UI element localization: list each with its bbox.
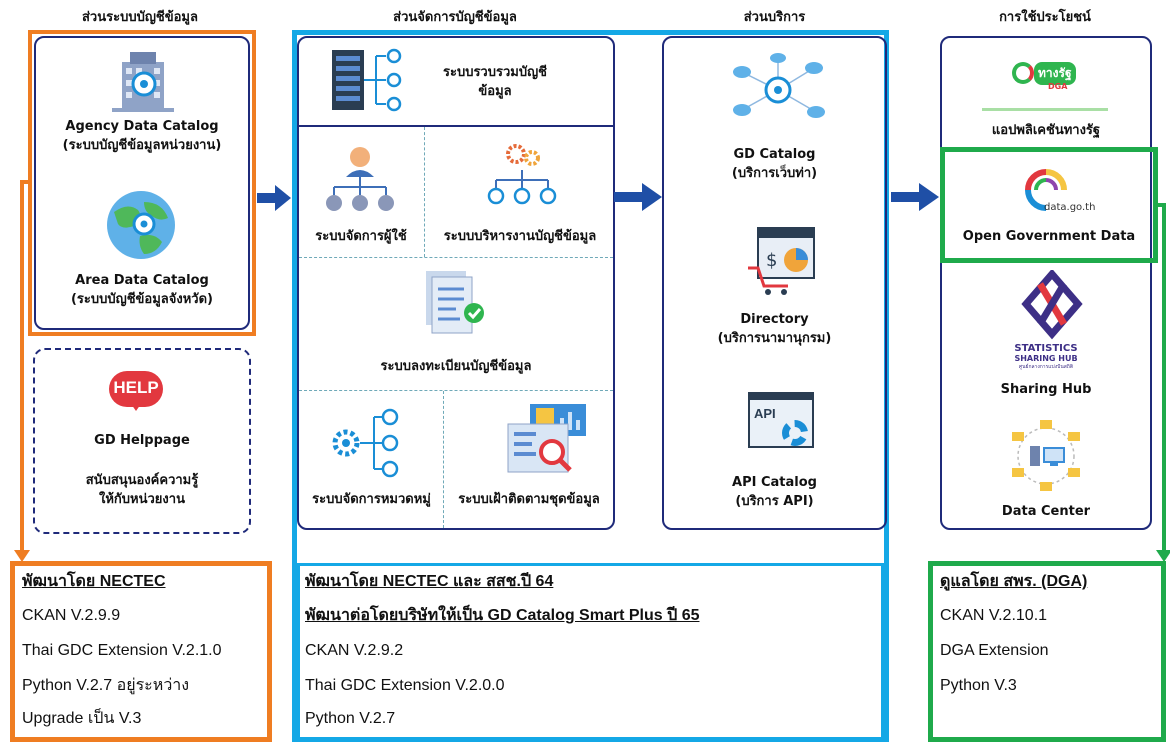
agency-building-icon: [112, 52, 174, 112]
category-label: ระบบจัดการหมวดหมู่: [312, 492, 431, 507]
flow-arrow-3: [891, 183, 939, 211]
flow-arrow-1: [257, 185, 291, 211]
dga-note-line-1: CKAN V.2.10.1: [940, 607, 1048, 624]
header-usage: การใช้ประโยชน์: [999, 10, 1091, 25]
api-catalog-title: API Catalog: [732, 475, 817, 490]
directory-subtitle: (บริการนามานุกรม): [717, 331, 832, 346]
management-panel: [297, 36, 615, 530]
dga-note-box: [928, 561, 1166, 742]
workflow-gears-icon: [487, 144, 557, 205]
area-catalog-subtitle: (ระบบบัญชีข้อมูลจังหวัด): [70, 292, 213, 307]
dga-note-title: ดูแลโดย สพร. (DGA): [940, 573, 1088, 590]
nectec-note-line-4: Upgrade เป็น V.3: [22, 710, 142, 727]
thangrath-logo: ทางรัฐ DGA: [1012, 60, 1082, 108]
statistics-label: STATISTICS: [1014, 343, 1078, 354]
sharing-hub-mini: SHARING HUB: [1014, 354, 1078, 363]
data-go-th-logo-icon: [1025, 169, 1067, 211]
sharing-hub-label: Sharing Hub: [1000, 382, 1092, 397]
header-registry: ส่วนระบบบัญชีข้อมูล: [82, 10, 198, 25]
orange-connector-top: [20, 180, 30, 184]
help-badge-text: HELP: [113, 378, 159, 397]
green-arrow-head: [1156, 550, 1170, 562]
divider-h-1: [299, 257, 613, 258]
workflow-label: ระบบบริหารงานบัญชีข้อมูล: [443, 229, 597, 244]
category-gear-icon: [332, 408, 399, 478]
dga-note-line-3: Python V.3: [940, 677, 1017, 694]
gd-smart-plus-note-box: [297, 563, 884, 740]
directory-store-icon: $: [748, 227, 815, 295]
green-connector-line: [1162, 203, 1166, 552]
divider-v-1: [424, 127, 425, 257]
nectec-note-line-2: Thai GDC Extension V.2.1.0: [22, 642, 222, 659]
directory-title: Directory: [740, 312, 809, 327]
flow-arrow-2: [614, 183, 662, 211]
app-label: แอปพลิเคชันทางรัฐ: [991, 123, 1101, 138]
register-document-icon: [426, 271, 484, 334]
monitor-dashboard-icon: [507, 404, 586, 473]
gd-note-title-1: พัฒนาโดย NECTEC และ สสช.ปี 64: [305, 573, 554, 590]
open-gov-data-label: Open Government Data: [962, 229, 1136, 244]
dga-note-line-2: DGA Extension: [940, 642, 1049, 659]
area-globe-icon: [107, 191, 175, 259]
usage-panel: [940, 36, 1152, 530]
green-connector-top: [1156, 203, 1166, 207]
gd-catalog-cloud-icon: [733, 53, 825, 118]
open-gov-data-box: [940, 147, 1158, 263]
helppage-title: GD Helppage: [94, 433, 190, 448]
orange-arrow-head: [14, 550, 30, 562]
collect-system-label-2: ข้อมูล: [478, 84, 512, 99]
thangrath-logo-sub: DGA: [1048, 82, 1068, 91]
register-label: ระบบลงทะเบียนบัญชีข้อมูล: [380, 359, 532, 374]
services-panel: [662, 36, 887, 530]
sharing-hub-thai: ศูนย์กลางการแบ่งปันสถิติ: [1018, 364, 1074, 370]
gd-catalog-title: GD Catalog: [733, 147, 816, 162]
server-network-icon: [332, 48, 402, 112]
nectec-note-line-3: Python V.2.7 อยู่ระหว่าง: [22, 677, 190, 694]
divider-v-2: [443, 391, 444, 528]
orange-connector-line: [20, 180, 24, 552]
nectec-note-box: [10, 561, 272, 742]
gd-note-line-3: Python V.2.7: [305, 710, 396, 727]
helppage-desc-1: สนับสนุนองค์ความรู้: [85, 473, 199, 488]
help-badge: HELP: [109, 371, 163, 415]
divider-h-2: [299, 390, 613, 391]
thangrath-logo-text: ทางรัฐ: [1034, 62, 1076, 85]
svg-text:$: $: [766, 250, 777, 271]
nectec-note-title: พัฒนาโดย NECTEC: [22, 573, 166, 590]
collect-system-label-1: ระบบรวบรวมบัญชี: [442, 65, 547, 80]
api-badge-text: API: [754, 406, 776, 421]
agency-area-box: [28, 30, 256, 336]
agency-area-inner: [34, 36, 250, 330]
gd-note-line-1: CKAN V.2.9.2: [305, 642, 404, 659]
gd-catalog-subtitle: (บริการเว็บท่า): [731, 166, 818, 181]
gd-note-line-2: Thai GDC Extension V.2.0.0: [305, 677, 505, 694]
divider-solid: [297, 125, 615, 127]
thangrath-underline: [982, 108, 1108, 111]
data-center-icon: [1012, 420, 1080, 491]
area-catalog-title: Area Data Catalog: [75, 273, 209, 288]
header-management: ส่วนจัดการบัญชีข้อมูล: [393, 10, 517, 25]
helppage-desc-2: ให้กับหน่วยงาน: [99, 492, 185, 507]
agency-catalog-subtitle: (ระบบบัญชีข้อมูลหน่วยงาน): [62, 138, 222, 153]
user-management-label: ระบบจัดการผู้ใช้: [315, 229, 407, 244]
data-go-th-logo-text: data.go.th: [1044, 202, 1096, 213]
sharing-hub-logo-icon: [1021, 270, 1083, 340]
agency-catalog-title: Agency Data Catalog: [65, 119, 219, 134]
api-window-icon: API: [748, 392, 818, 458]
monitor-label: ระบบเฝ้าติดตามชุดข้อมูล: [458, 492, 600, 507]
nectec-note-line-1: CKAN V.2.9.9: [22, 607, 121, 624]
header-services: ส่วนบริการ: [743, 10, 806, 25]
gd-note-title-2: พัฒนาต่อโดยบริษัทให้เป็น GD Catalog Smar…: [305, 607, 700, 624]
api-catalog-subtitle: (บริการ API): [735, 494, 814, 509]
helppage-box: [33, 348, 251, 534]
users-hierarchy-icon: [326, 147, 394, 211]
data-center-label: Data Center: [1001, 504, 1091, 519]
